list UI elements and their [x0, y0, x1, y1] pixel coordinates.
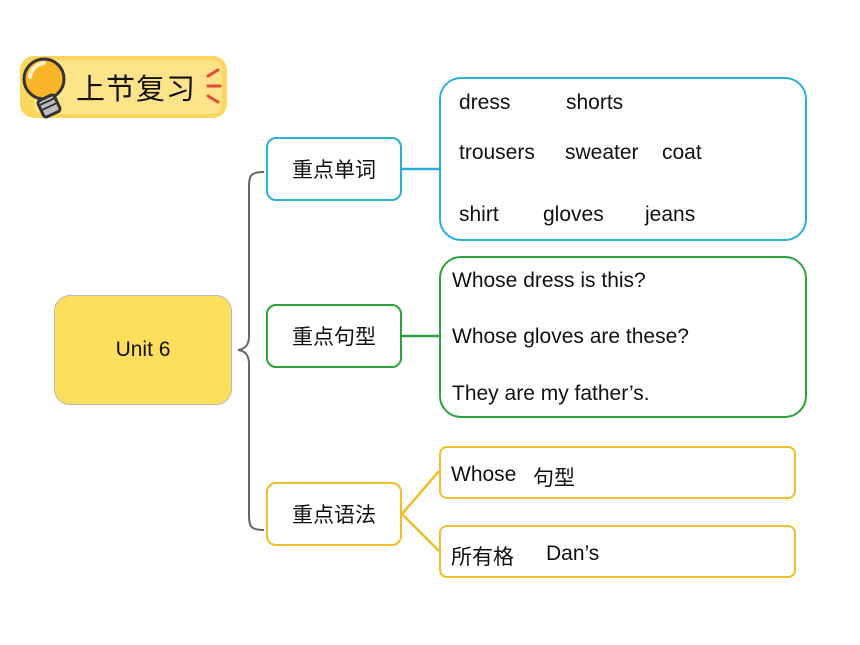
root-node: Unit 6: [54, 295, 232, 405]
lightbulb-icon: [22, 57, 66, 119]
vocab-word: gloves: [543, 203, 604, 226]
grammar-box-1: [439, 446, 796, 499]
grammar-1-en: Whose: [451, 463, 517, 486]
sentence-line: They are my father’s.: [452, 382, 650, 405]
category-sentences: 重点句型: [266, 304, 402, 368]
grammar-box-2: [439, 525, 796, 578]
vocab-word: shirt: [459, 203, 499, 226]
vocab-word: trousers: [459, 141, 535, 164]
review-header-inner: [34, 60, 222, 114]
sentences-box: [439, 256, 807, 418]
rays-icon: [206, 68, 222, 104]
category-sentences-label: 重点句型: [292, 325, 376, 349]
vocab-word: coat: [662, 141, 702, 164]
category-vocab: 重点单词: [266, 137, 402, 201]
category-vocab-label: 重点单词: [292, 158, 376, 182]
sentence-line: Whose gloves are these?: [452, 325, 689, 348]
category-grammar: 重点语法: [266, 482, 402, 546]
vocab-box: [439, 77, 807, 241]
grammar-2-en: Dan’s: [546, 542, 600, 565]
root-label: Unit 6: [115, 338, 171, 361]
review-title: 上节复习: [76, 72, 197, 106]
vocab-word: shorts: [566, 91, 624, 114]
vocab-word: jeans: [645, 203, 696, 226]
vocab-word: dress: [459, 91, 511, 114]
sentence-line: Whose dress is this?: [452, 269, 646, 292]
category-grammar-label: 重点语法: [292, 503, 376, 527]
vocab-word: sweater: [565, 141, 639, 164]
grammar-2-zh: 所有格: [451, 545, 514, 569]
grammar-1-zh: 句型: [533, 466, 575, 490]
